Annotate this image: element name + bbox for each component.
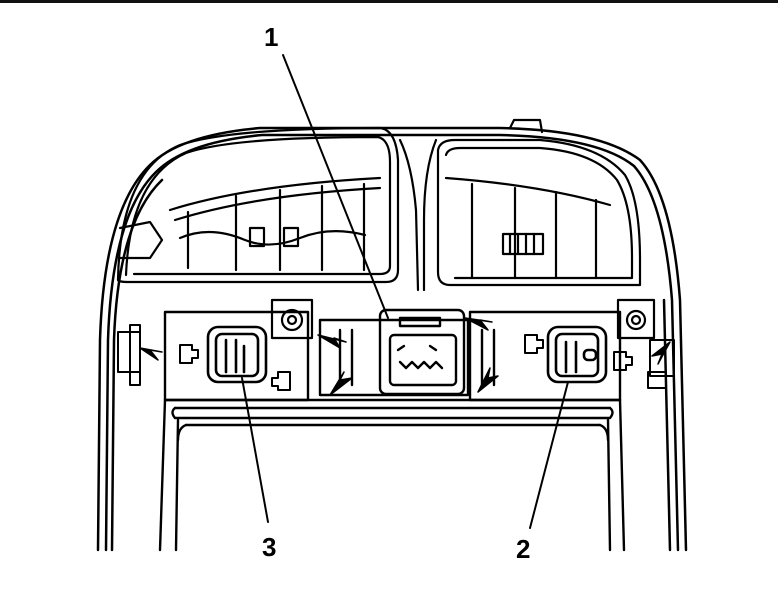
leader-line-2 xyxy=(529,381,569,529)
arrow-icon xyxy=(139,347,163,361)
right-lamp-switch xyxy=(524,325,633,384)
switch-panel xyxy=(158,310,626,552)
leader-line-1 xyxy=(282,54,389,319)
leader-lines xyxy=(241,54,569,529)
screw-boss-right xyxy=(616,298,656,340)
top-border-rule xyxy=(0,0,778,3)
screw-boss-left xyxy=(270,298,314,340)
callout-1: 1 xyxy=(264,22,279,52)
left-lamp-switch xyxy=(179,325,291,391)
leader-line-3 xyxy=(241,377,269,523)
console-housing xyxy=(96,126,688,552)
right-lamp-opening xyxy=(436,118,642,287)
callout-2: 2 xyxy=(516,534,531,564)
arrow-icon xyxy=(651,341,671,365)
callout-3: 3 xyxy=(262,532,277,562)
left-lamp-opening xyxy=(116,126,400,284)
release-arrows xyxy=(139,317,671,396)
arrow-icon xyxy=(317,334,347,349)
center-pillar xyxy=(398,138,438,292)
side-clips xyxy=(117,324,675,389)
arrow-icon xyxy=(477,367,499,393)
arrow-icon xyxy=(464,317,493,331)
center-electrical-connector xyxy=(318,308,496,397)
arrow-icon xyxy=(329,371,353,396)
